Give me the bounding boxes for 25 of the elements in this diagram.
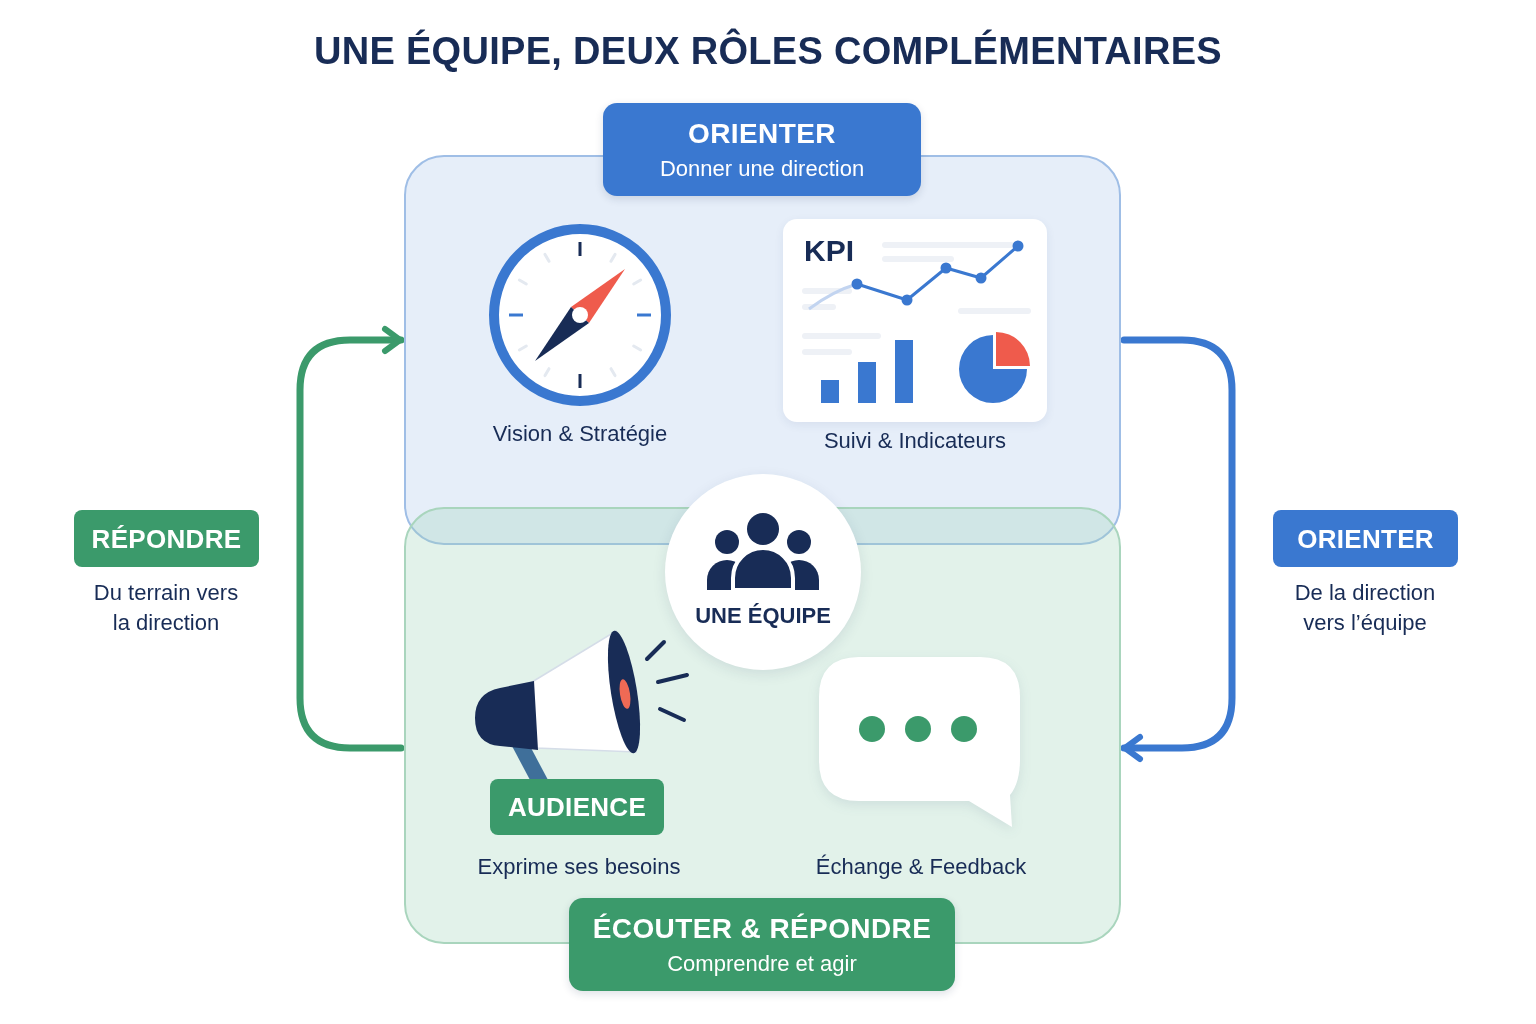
node-label: Exprime ses besoins <box>476 853 682 881</box>
role-label: AUDIENCE <box>507 791 647 823</box>
arrow <box>1120 336 1236 762</box>
section-panel <box>404 155 1121 545</box>
team-label: UNE ÉQUIPE <box>695 602 831 630</box>
diagram-title: UNE ÉQUIPE, DEUX RÔLES COMPLÉMENTAIRES <box>313 30 1223 73</box>
label-tag <box>1273 510 1458 567</box>
role-label: ORIENTER <box>1297 522 1434 555</box>
node-label: De la direction vers l’équipe <box>1293 579 1437 637</box>
label-tag <box>74 510 259 567</box>
section-panel <box>404 507 1121 944</box>
label-tag <box>490 779 664 835</box>
node-label: Du terrain vers la direction <box>92 579 240 637</box>
node-label: Suivi & Indicateurs <box>822 427 1008 455</box>
section-subtitle: Comprendre et agir <box>667 949 857 978</box>
heading-banner <box>569 898 955 991</box>
node-label: Vision & Stratégie <box>491 420 669 448</box>
heading-banner <box>603 103 921 196</box>
arrow <box>296 326 405 752</box>
section-title: ORIENTER <box>688 116 836 151</box>
node-label: Échange & Feedback <box>814 853 1028 881</box>
section-subtitle: Donner une direction <box>659 154 865 183</box>
speech-bubble-icon <box>817 655 1022 830</box>
section-title: ÉCOUTER & RÉPONDRE <box>592 911 932 946</box>
role-label: RÉPONDRE <box>91 522 242 555</box>
